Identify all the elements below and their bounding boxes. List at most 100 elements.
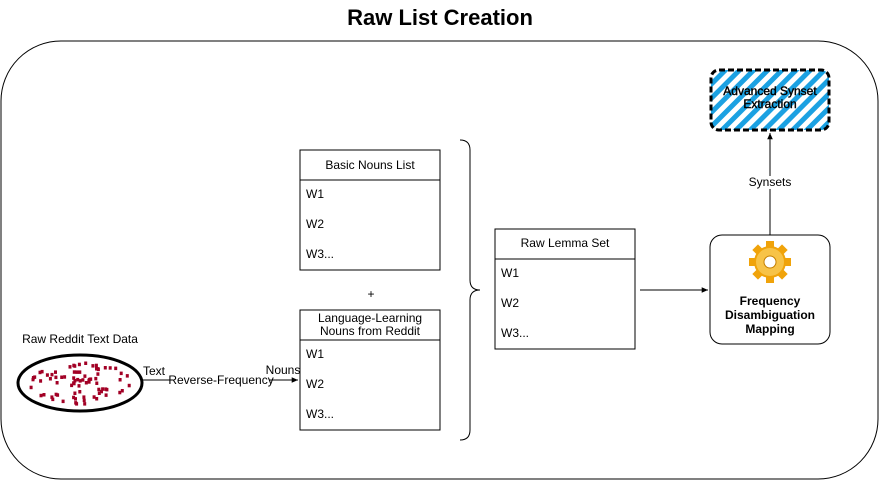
reddit-data-node[interactable] bbox=[16, 353, 144, 413]
data-dot bbox=[38, 370, 42, 375]
data-dot bbox=[54, 370, 57, 374]
data-dot bbox=[70, 383, 74, 388]
edge-label-bg bbox=[746, 176, 794, 189]
data-dot bbox=[39, 393, 43, 398]
raw-lemma-header: Raw Lemma Set bbox=[521, 236, 610, 250]
reddit-nouns-item: W3... bbox=[306, 407, 334, 421]
basic-nouns-header: Basic Nouns List bbox=[325, 158, 415, 172]
data-dot bbox=[95, 381, 99, 385]
data-dot bbox=[103, 366, 107, 370]
outer-container bbox=[0, 40, 879, 480]
data-dot bbox=[60, 375, 64, 379]
data-dot bbox=[50, 395, 54, 399]
edge-label-nouns: Nouns bbox=[266, 363, 301, 377]
data-dot bbox=[76, 377, 80, 382]
raw-lemma-item: W3... bbox=[501, 326, 529, 340]
data-dot bbox=[104, 393, 108, 397]
data-dot bbox=[55, 381, 59, 385]
data-dot bbox=[114, 366, 118, 371]
data-dot bbox=[120, 389, 124, 393]
advanced-synset-extraction[interactable]: Advanced Synset Extraction bbox=[709, 68, 831, 132]
data-dot bbox=[104, 387, 108, 391]
data-dot bbox=[95, 367, 98, 371]
data-dot bbox=[74, 397, 77, 401]
data-dot bbox=[78, 370, 82, 374]
data-dot bbox=[72, 370, 76, 374]
diagram-title: Raw List Creation bbox=[347, 5, 533, 30]
reddit-nouns-list[interactable]: Language-Learning Nouns from Reddit W1 W… bbox=[299, 309, 441, 431]
data-dot bbox=[63, 375, 67, 379]
data-dot bbox=[68, 365, 72, 369]
data-dot bbox=[96, 367, 100, 372]
data-dot bbox=[125, 374, 129, 378]
basic-nouns-item: W1 bbox=[306, 187, 324, 201]
mapping-label-line2: Disambiguation bbox=[725, 308, 815, 322]
data-dot bbox=[51, 397, 55, 402]
data-dot bbox=[77, 362, 81, 367]
data-dot bbox=[97, 387, 101, 392]
data-dot bbox=[31, 377, 35, 382]
data-dot bbox=[118, 378, 122, 382]
raw-lemma-set[interactable]: Raw Lemma Set W1 W2 W3... bbox=[494, 228, 636, 350]
data-dot bbox=[72, 376, 76, 380]
reddit-nouns-item: W1 bbox=[306, 347, 324, 361]
data-dot bbox=[118, 390, 122, 395]
data-dot bbox=[54, 375, 58, 380]
mapping-label-line1: Frequency bbox=[740, 294, 801, 308]
raw-lemma-item: W2 bbox=[501, 296, 519, 310]
data-dot bbox=[92, 395, 96, 399]
data-dot bbox=[40, 369, 44, 374]
data-dot bbox=[87, 380, 91, 384]
basic-nouns-item: W2 bbox=[306, 217, 324, 231]
data-dot bbox=[61, 399, 65, 404]
data-dot bbox=[39, 379, 43, 383]
data-dot bbox=[78, 390, 82, 394]
frequency-mapping-process[interactable]: Frequency Disambiguation Mapping bbox=[709, 234, 831, 345]
reddit-nouns-header: Nouns from Reddit bbox=[320, 324, 421, 338]
source-label: Raw Reddit Text Data bbox=[22, 332, 138, 346]
reddit-nouns-header: Language-Learning bbox=[318, 311, 422, 325]
data-dot bbox=[83, 402, 87, 406]
data-dot bbox=[45, 373, 49, 377]
data-dot bbox=[81, 378, 85, 382]
edge-label-bg bbox=[173, 373, 269, 386]
data-dot bbox=[54, 392, 58, 397]
data-dot bbox=[91, 364, 95, 368]
data-dot bbox=[75, 402, 79, 406]
data-dot bbox=[119, 371, 123, 376]
data-dot bbox=[100, 389, 103, 394]
data-dot bbox=[72, 395, 76, 400]
data-dot bbox=[94, 376, 98, 381]
data-dot bbox=[84, 361, 88, 365]
data-dot bbox=[108, 366, 112, 370]
data-dot bbox=[97, 391, 101, 395]
data-dot bbox=[75, 370, 79, 374]
data-dots bbox=[29, 361, 131, 406]
advanced-label-line2: Extraction bbox=[743, 97, 796, 111]
data-dot bbox=[96, 372, 100, 376]
data-dot bbox=[82, 398, 86, 403]
basic-nouns-item: W3... bbox=[306, 247, 334, 261]
data-dot bbox=[94, 363, 98, 368]
reddit-nouns-item: W2 bbox=[306, 377, 324, 391]
data-dot bbox=[73, 391, 77, 395]
advanced-label-line1: Advanced Synset bbox=[723, 84, 817, 98]
raw-lemma-item: W1 bbox=[501, 266, 519, 280]
data-dot bbox=[127, 383, 131, 388]
data-dot bbox=[82, 395, 86, 399]
data-dot bbox=[89, 377, 93, 381]
data-dot bbox=[101, 387, 105, 391]
data-dot bbox=[78, 379, 82, 383]
edge-label-reverse-frequency: Reverse-Frequency bbox=[168, 373, 273, 387]
edge-label-text: Text bbox=[143, 364, 166, 378]
data-dot bbox=[83, 374, 87, 378]
data-dot bbox=[77, 384, 81, 388]
data-dot bbox=[50, 372, 54, 377]
mapping-label-line3: Mapping bbox=[745, 322, 794, 336]
data-dot bbox=[95, 397, 99, 401]
basic-nouns-list[interactable]: Basic Nouns List W1 W2 W3... bbox=[299, 149, 441, 271]
gear-icon bbox=[749, 241, 791, 283]
edge-label-synsets: Synsets bbox=[749, 175, 792, 189]
data-dot bbox=[84, 381, 88, 385]
